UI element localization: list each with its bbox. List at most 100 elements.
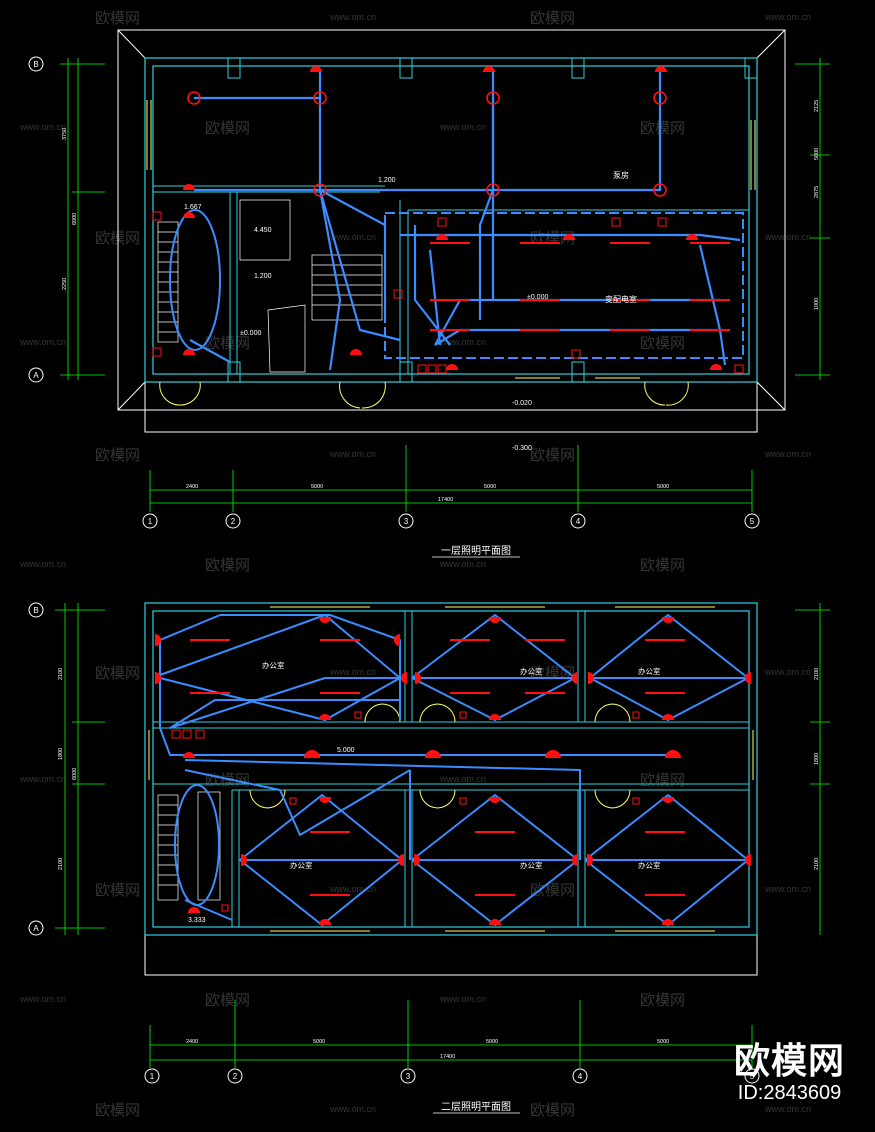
svg-text:4: 4 bbox=[576, 517, 581, 526]
watermark-brand: 欧模网 bbox=[95, 1102, 140, 1119]
watermark-site: www.om.cn bbox=[764, 884, 811, 894]
svg-text:A: A bbox=[33, 371, 39, 380]
svg-text:-0.300: -0.300 bbox=[512, 445, 532, 452]
f2-dimension-lines bbox=[55, 603, 830, 1114]
svg-text:3.333: 3.333 bbox=[188, 917, 206, 924]
watermark-brand: 欧模网 bbox=[95, 10, 140, 27]
f2-title: 二层照明平面图 bbox=[441, 1101, 511, 1113]
svg-text:5: 5 bbox=[750, 1072, 755, 1081]
f2-fixtures-linear bbox=[190, 639, 685, 896]
watermark-brand: 欧模网 bbox=[530, 1102, 575, 1119]
f1-dimension-text: 2400 5000 5000 5000 17400 3750 2250 6000… bbox=[62, 100, 820, 503]
svg-text:办公室: 办公室 bbox=[520, 666, 543, 676]
f1-roof-outline bbox=[117, 29, 786, 411]
svg-text:2: 2 bbox=[231, 517, 236, 526]
svg-text:5: 5 bbox=[750, 517, 755, 526]
watermark-brand: 欧模网 bbox=[530, 882, 575, 899]
f2-platform bbox=[144, 934, 758, 976]
brand-stamp: 欧模网 ID:2843609 bbox=[734, 1042, 845, 1105]
watermark-brand: 欧模网 bbox=[205, 772, 250, 789]
f1-title: 一层照明平面图 bbox=[441, 545, 511, 557]
svg-text:1.200: 1.200 bbox=[254, 273, 272, 280]
f2-wiring bbox=[159, 614, 749, 926]
watermark-brand: 欧模网 bbox=[205, 120, 250, 137]
f1-outer-wall bbox=[144, 57, 758, 383]
svg-text:5000: 5000 bbox=[311, 484, 323, 490]
watermark-site: www.om.cn bbox=[439, 337, 486, 347]
svg-text:2400: 2400 bbox=[186, 484, 198, 490]
f2-room-labels: 办公室 办公室 办公室 办公室 办公室 办公室 bbox=[262, 660, 661, 870]
f1-room-substation-label: 变配电室 bbox=[605, 294, 637, 304]
brand-id: ID:2843609 bbox=[737, 1082, 842, 1104]
svg-text:1: 1 bbox=[148, 517, 153, 526]
svg-text:5000: 5000 bbox=[313, 1039, 325, 1045]
f1-roof-hip bbox=[117, 29, 146, 59]
f2-wall-lamps bbox=[155, 617, 751, 925]
svg-text:17400: 17400 bbox=[438, 497, 453, 503]
f2-dimension-text: 2400 5000 5000 5000 17400 2100 1800 2100… bbox=[58, 668, 820, 1060]
watermark-site: www.om.cn bbox=[329, 884, 376, 894]
f1-roof-hip bbox=[756, 29, 786, 59]
floor1-plan: 泵房 变配电室 1.200 1.667 4.450 1.200 ±0.000 ±… bbox=[28, 29, 830, 558]
watermark-site: www.om.cn bbox=[329, 667, 376, 677]
watermark-brand: 欧模网 bbox=[640, 772, 685, 789]
svg-text:2100: 2100 bbox=[814, 858, 820, 870]
watermark-brand: 欧模网 bbox=[205, 335, 250, 352]
f1-axis-bubbles bbox=[28, 56, 760, 529]
svg-text:1: 1 bbox=[150, 1072, 155, 1081]
f2-axis-bubbles bbox=[28, 602, 760, 1084]
svg-text:4: 4 bbox=[578, 1072, 583, 1081]
watermark-site: www.om.cn bbox=[329, 1104, 376, 1114]
svg-text:2400: 2400 bbox=[186, 1039, 198, 1045]
svg-text:6000: 6000 bbox=[72, 213, 78, 225]
f1-wiring bbox=[189, 72, 741, 371]
svg-text:2100: 2100 bbox=[814, 668, 820, 680]
watermark-site: www.om.cn bbox=[764, 449, 811, 459]
watermark-brand: 欧模网 bbox=[95, 447, 140, 464]
svg-text:2250: 2250 bbox=[62, 278, 68, 290]
svg-text:5000: 5000 bbox=[657, 1039, 669, 1045]
svg-text:办公室: 办公室 bbox=[638, 666, 661, 676]
f1-roof-hip bbox=[117, 381, 146, 411]
svg-text:±0.000: ±0.000 bbox=[240, 330, 261, 337]
svg-text:3750: 3750 bbox=[62, 128, 68, 140]
svg-text:5000: 5000 bbox=[486, 1039, 498, 1045]
f2-outer-wall bbox=[144, 602, 758, 936]
watermark-site: www.om.cn bbox=[19, 337, 66, 347]
watermark-brand: 欧模网 bbox=[205, 557, 250, 574]
f2-level-marks: 5.000 3.333 bbox=[188, 747, 355, 924]
svg-text:4.450: 4.450 bbox=[254, 227, 272, 234]
watermark-brand: 欧模网 bbox=[95, 665, 140, 682]
watermark-brand: 欧模网 bbox=[640, 557, 685, 574]
watermark-brand: 欧模网 bbox=[530, 447, 575, 464]
f2-inner-wall bbox=[152, 610, 750, 928]
watermark-site: www.om.cn bbox=[19, 994, 66, 1004]
f1-wall-lamps bbox=[183, 66, 722, 370]
watermark-site: www.om.cn bbox=[19, 122, 66, 132]
svg-text:办公室: 办公室 bbox=[520, 860, 543, 870]
f2-doors bbox=[249, 703, 631, 809]
f1-platform bbox=[144, 381, 758, 433]
svg-text:1000: 1000 bbox=[814, 298, 820, 310]
svg-text:2100: 2100 bbox=[58, 668, 64, 680]
watermark-site: www.om.cn bbox=[764, 232, 811, 242]
f2-stair bbox=[157, 791, 221, 901]
watermark-brand: 欧模网 bbox=[530, 10, 575, 27]
f1-room-pump-label: 泵房 bbox=[613, 170, 629, 180]
f1-stair-wire-loop bbox=[169, 209, 221, 351]
f1-doors bbox=[159, 381, 689, 409]
f1-switch-boxes bbox=[152, 211, 744, 374]
svg-text:5000: 5000 bbox=[484, 484, 496, 490]
svg-text:-0.020: -0.020 bbox=[512, 400, 532, 407]
svg-text:1800: 1800 bbox=[58, 748, 64, 760]
f1-fixtures-round bbox=[187, 91, 667, 197]
watermark-brand: 欧模网 bbox=[95, 882, 140, 899]
f2-windows bbox=[148, 606, 754, 932]
svg-text:3: 3 bbox=[406, 1072, 411, 1081]
svg-text:5.000: 5.000 bbox=[337, 747, 355, 754]
f1-columns bbox=[227, 57, 758, 383]
watermark-site: www.om.cn bbox=[19, 774, 66, 784]
svg-text:2100: 2100 bbox=[58, 858, 64, 870]
